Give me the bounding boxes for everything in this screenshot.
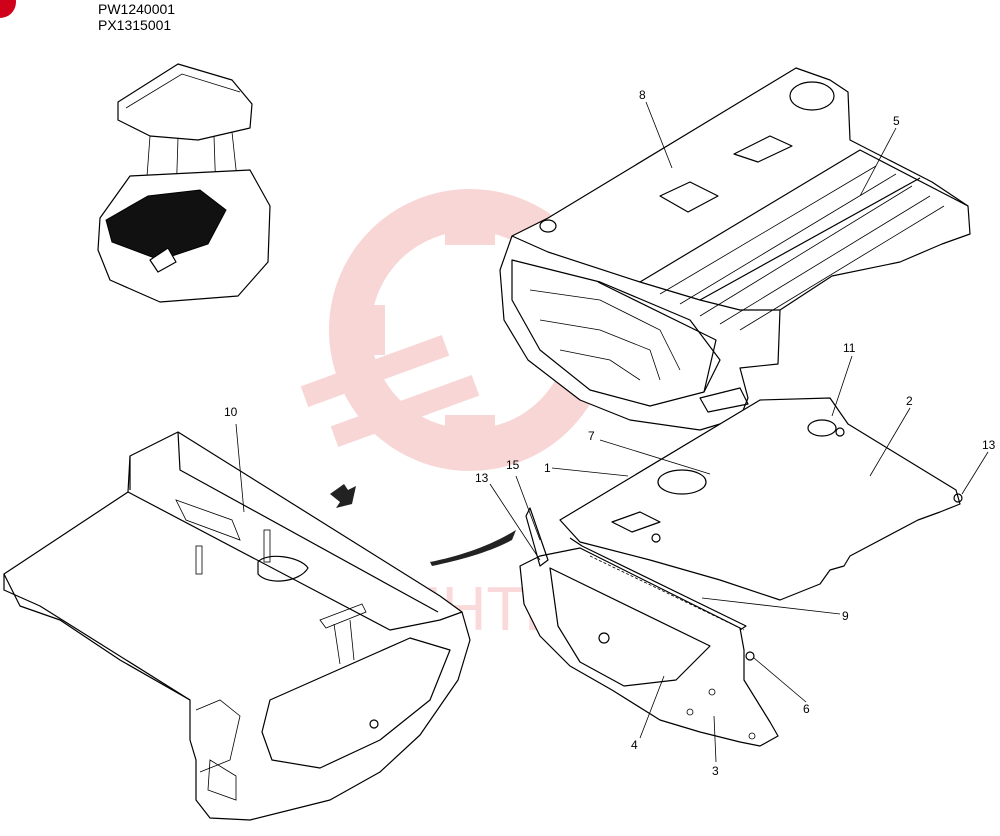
callout-8: 8	[639, 88, 646, 102]
callout-3: 3	[712, 764, 719, 778]
corner-badge	[0, 0, 16, 18]
callout-9: 9	[842, 609, 849, 623]
bolt-13	[953, 493, 963, 503]
callout-7: 7	[588, 429, 595, 443]
callout-10: 10	[224, 405, 238, 419]
callout-2: 2	[906, 394, 913, 408]
callout-4: 4	[631, 738, 638, 752]
serial-number-2: PX1315001	[98, 17, 172, 33]
callout-13-left: 13	[475, 471, 489, 485]
floor-mat	[499, 67, 971, 431]
assembly-arrow	[430, 530, 516, 566]
callout-5: 5	[893, 114, 900, 128]
callout-13-right: 13	[982, 438, 996, 452]
front-plate	[519, 507, 779, 747]
machine-thumbnail	[97, 63, 271, 303]
callout-6: 6	[803, 702, 810, 716]
floor-frame-assembly	[3, 431, 471, 821]
bolt-6	[745, 651, 755, 661]
leader-lines	[235, 101, 989, 763]
serial-number-1: PW1240001	[98, 1, 176, 17]
direction-arrow	[330, 484, 356, 508]
callout-15: 15	[506, 458, 520, 472]
callout-11: 11	[843, 341, 856, 355]
callout-1: 1	[544, 461, 551, 475]
floor-plate	[559, 397, 963, 601]
